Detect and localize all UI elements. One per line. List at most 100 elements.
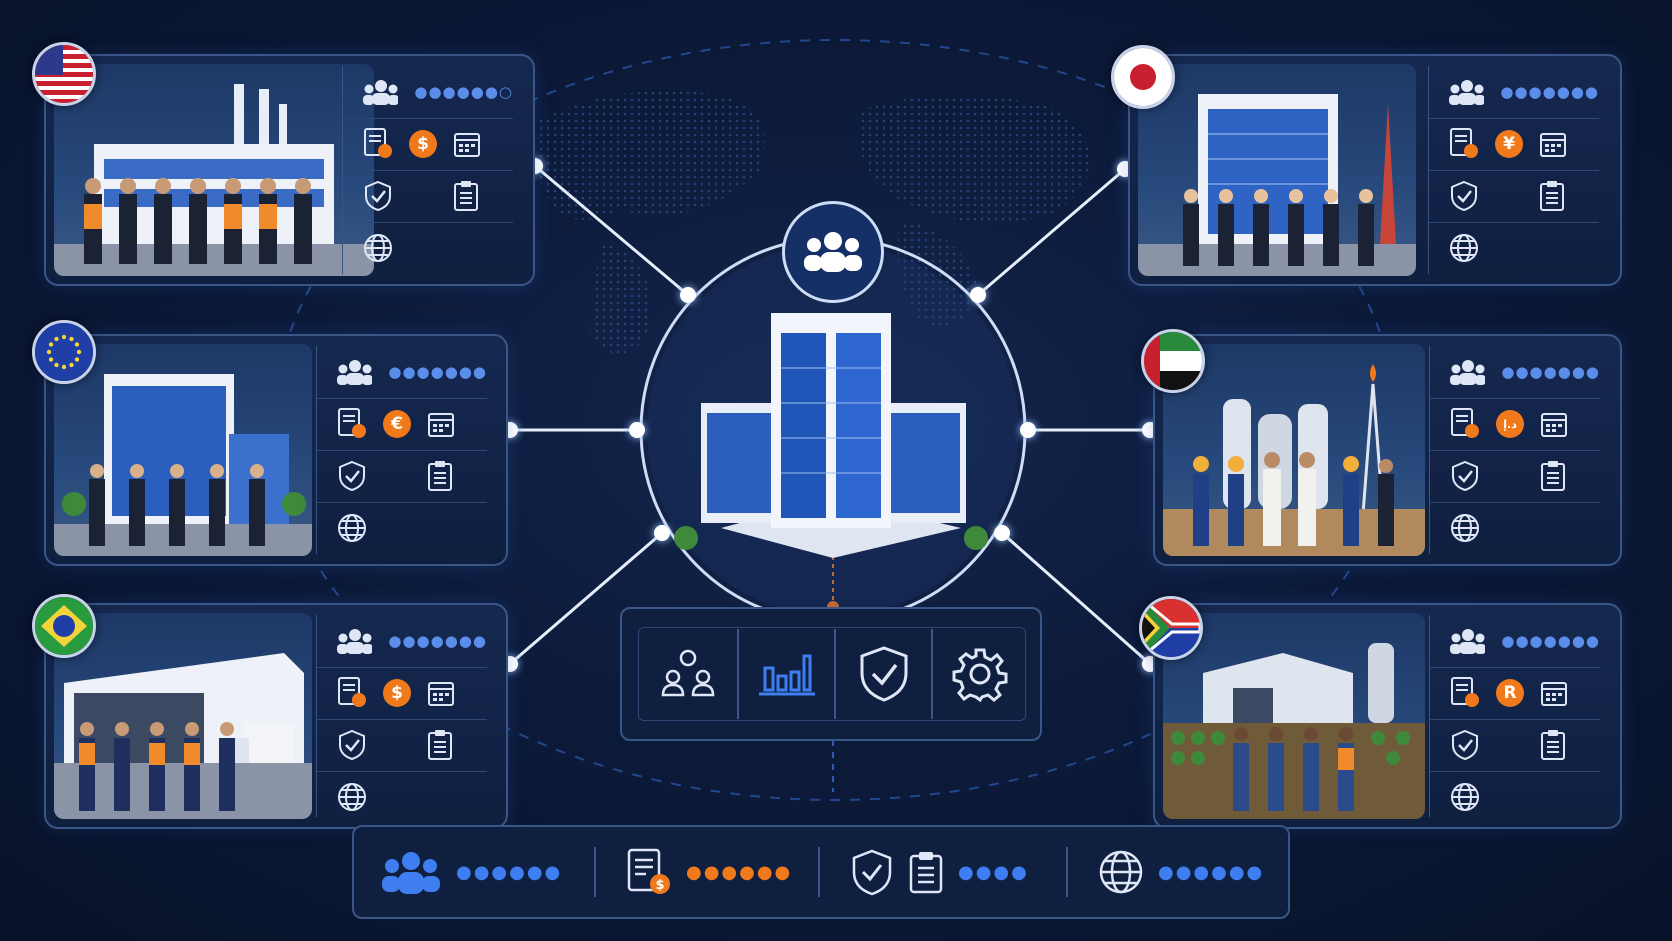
divider xyxy=(834,629,836,719)
globe-icon xyxy=(364,234,392,262)
summary-compliance-dots: ●●●● xyxy=(958,861,1029,883)
headcount-dots: ●●●●●●● xyxy=(388,363,487,381)
office-scene xyxy=(54,344,312,556)
metric-row-compliance xyxy=(317,719,487,772)
office-scene xyxy=(1138,64,1416,276)
payroll-document-icon xyxy=(1451,408,1479,438)
shield-check-icon xyxy=(852,849,892,896)
calendar-icon xyxy=(1541,413,1567,437)
region-card-south-africa[interactable]: ●●●●●●● R xyxy=(1153,603,1622,829)
calendar-icon xyxy=(428,682,454,706)
payroll-document-icon: $ xyxy=(627,848,670,894)
globe-icon xyxy=(1099,850,1143,894)
region-metrics: ●●●●●●● ¥ xyxy=(1428,66,1599,274)
region-card-eu[interactable]: ●●●●●●● € xyxy=(44,334,508,566)
divider xyxy=(1066,847,1068,897)
people-icon xyxy=(363,80,399,105)
summary-bar: ●●●●●● $ ●●●●●● ●●●● ●●●●●● xyxy=(352,825,1290,919)
summary-compliance[interactable]: ●●●● xyxy=(850,841,1029,903)
currency-icon: $ xyxy=(409,130,437,158)
globe-icon xyxy=(338,514,366,542)
region-card-uae[interactable]: ●●●●●●● د.إ xyxy=(1153,334,1622,566)
metric-row-global xyxy=(317,771,487,823)
world-map xyxy=(540,90,1090,355)
people-icon xyxy=(337,629,373,654)
settings-button[interactable] xyxy=(940,639,1020,709)
currency-icon: د.إ xyxy=(1496,410,1524,438)
node xyxy=(1020,422,1036,438)
clipboard-icon xyxy=(454,181,478,211)
currency-icon: R xyxy=(1496,679,1524,707)
shield-check-icon xyxy=(339,729,365,761)
calendar-icon xyxy=(428,413,454,437)
glass-office-with-staff-image xyxy=(54,374,312,556)
people-icon xyxy=(1449,80,1485,105)
headcount-dots: ●●●●●●● xyxy=(388,632,487,650)
region-card-usa[interactable]: ●●●●●●○ $ xyxy=(44,54,535,286)
compliance-button[interactable] xyxy=(844,639,924,709)
summary-people-dots: ●●●●●● xyxy=(456,861,563,883)
summary-payroll[interactable]: $ ●●●●●● xyxy=(626,841,792,903)
summary-payroll-dots: ●●●●●● xyxy=(686,861,793,883)
hub xyxy=(641,238,1025,622)
flag-uae-icon xyxy=(1141,329,1205,393)
employees-button[interactable] xyxy=(648,639,728,709)
people-icon xyxy=(804,232,862,272)
globe-icon xyxy=(338,783,366,811)
region-metrics: ●●●●●●● $ xyxy=(316,615,487,817)
region-metrics: ●●●●●●● € xyxy=(316,346,487,554)
region-card-japan[interactable]: ●●●●●●● ¥ xyxy=(1128,54,1622,286)
gear-icon xyxy=(952,648,1008,702)
region-metrics: ●●●●●●● د.إ xyxy=(1429,346,1600,554)
svg-text:$: $ xyxy=(655,878,664,893)
payroll-document-icon xyxy=(338,677,366,707)
node xyxy=(994,525,1010,541)
node xyxy=(654,525,670,541)
calendar-icon xyxy=(454,133,480,157)
farm-scene xyxy=(1163,613,1425,819)
currency-icon: ¥ xyxy=(1495,130,1523,158)
metric-row-people: ●●●●●●● xyxy=(317,346,487,399)
shield-check-icon xyxy=(1452,460,1478,492)
divider xyxy=(594,847,596,897)
headquarters-building xyxy=(674,313,988,558)
clipboard-icon xyxy=(1540,181,1564,211)
globe-icon xyxy=(1450,234,1478,262)
region-card-brazil[interactable]: ●●●●●●● $ xyxy=(44,603,508,829)
metric-row-payroll: ¥ xyxy=(1429,118,1599,171)
metric-row-global xyxy=(1430,771,1600,823)
analytics-button[interactable] xyxy=(747,639,827,709)
office-tower-with-staff-image xyxy=(1138,94,1416,276)
summary-global-dots: ●●●●●● xyxy=(1158,861,1265,883)
summary-global[interactable]: ●●●●●● xyxy=(1098,841,1264,903)
clipboard-icon xyxy=(428,730,452,760)
node xyxy=(970,287,986,303)
clipboard-icon xyxy=(1541,730,1565,760)
flag-south-africa-icon xyxy=(1139,596,1203,660)
metric-row-people: ●●●●●●● xyxy=(1430,346,1600,399)
payroll-document-icon xyxy=(338,408,366,438)
metric-row-global xyxy=(1430,502,1600,554)
clipboard-icon xyxy=(909,852,943,894)
metric-row-global xyxy=(343,222,513,274)
metric-row-payroll: $ xyxy=(317,667,487,720)
divider xyxy=(931,629,933,719)
headcount-dots: ●●●●●●○ xyxy=(414,83,513,101)
headcount-dots: ●●●●●●● xyxy=(1501,632,1600,650)
refinery-scene xyxy=(1163,344,1425,556)
currency-icon: € xyxy=(383,410,411,438)
center-toolbar xyxy=(620,607,1042,741)
metric-row-compliance xyxy=(343,170,513,223)
people-icon xyxy=(382,852,440,894)
refinery-with-workers-image xyxy=(1163,364,1425,556)
metric-row-people: ●●●●●●○ xyxy=(343,66,513,119)
region-metrics: ●●●●●●● R xyxy=(1429,615,1600,817)
shield-check-icon xyxy=(860,646,908,702)
metric-row-global xyxy=(1429,222,1599,274)
payroll-document-icon xyxy=(1450,128,1478,158)
summary-people[interactable]: ●●●●●● xyxy=(380,841,562,903)
people-icon xyxy=(1450,360,1486,385)
calendar-icon xyxy=(1541,682,1567,706)
shield-check-icon xyxy=(1451,180,1477,212)
metric-row-people: ●●●●●●● xyxy=(1430,615,1600,668)
